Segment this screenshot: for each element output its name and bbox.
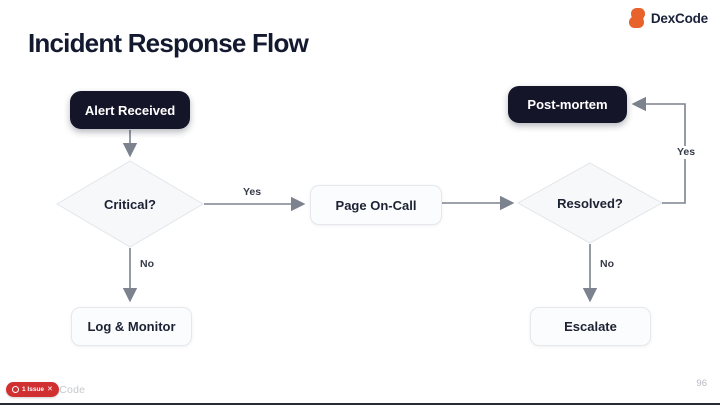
edge-label-resolved-no: No bbox=[598, 258, 624, 271]
bottom-edge-bar bbox=[0, 403, 720, 405]
node-resolved-label: Resolved? bbox=[557, 195, 623, 211]
page-title[interactable]: Incident Response Flow bbox=[28, 28, 309, 58]
issue-badge-label: 1 Issue bbox=[22, 386, 45, 393]
node-critical-label: Critical? bbox=[103, 196, 156, 212]
resolved-diamond-shape[interactable] bbox=[516, 162, 664, 244]
alert-circle-icon bbox=[12, 386, 19, 393]
node-log-monitor[interactable]: Log & Monitor bbox=[71, 307, 192, 346]
brand-name: DexCode bbox=[650, 10, 708, 26]
edge-label-critical-no: No bbox=[138, 258, 164, 271]
issue-badge[interactable]: 1 Issue ✕ bbox=[6, 382, 59, 397]
edge-label-critical-yes: Yes bbox=[236, 186, 268, 199]
edge-label-resolved-yes: Yes bbox=[669, 146, 703, 159]
node-alert-received[interactable]: Alert Received bbox=[70, 91, 190, 129]
page-number: 96 bbox=[696, 378, 707, 389]
brand-logo: DexCode bbox=[628, 8, 708, 28]
close-icon[interactable]: ✕ bbox=[47, 386, 53, 393]
critical-diamond-shape[interactable] bbox=[56, 160, 204, 248]
node-post-mortem[interactable]: Post-mortem bbox=[508, 86, 627, 123]
node-page-on-call[interactable]: Page On-Call bbox=[310, 185, 442, 225]
node-escalate[interactable]: Escalate bbox=[530, 307, 651, 346]
dexcode-logo-icon bbox=[628, 8, 645, 28]
